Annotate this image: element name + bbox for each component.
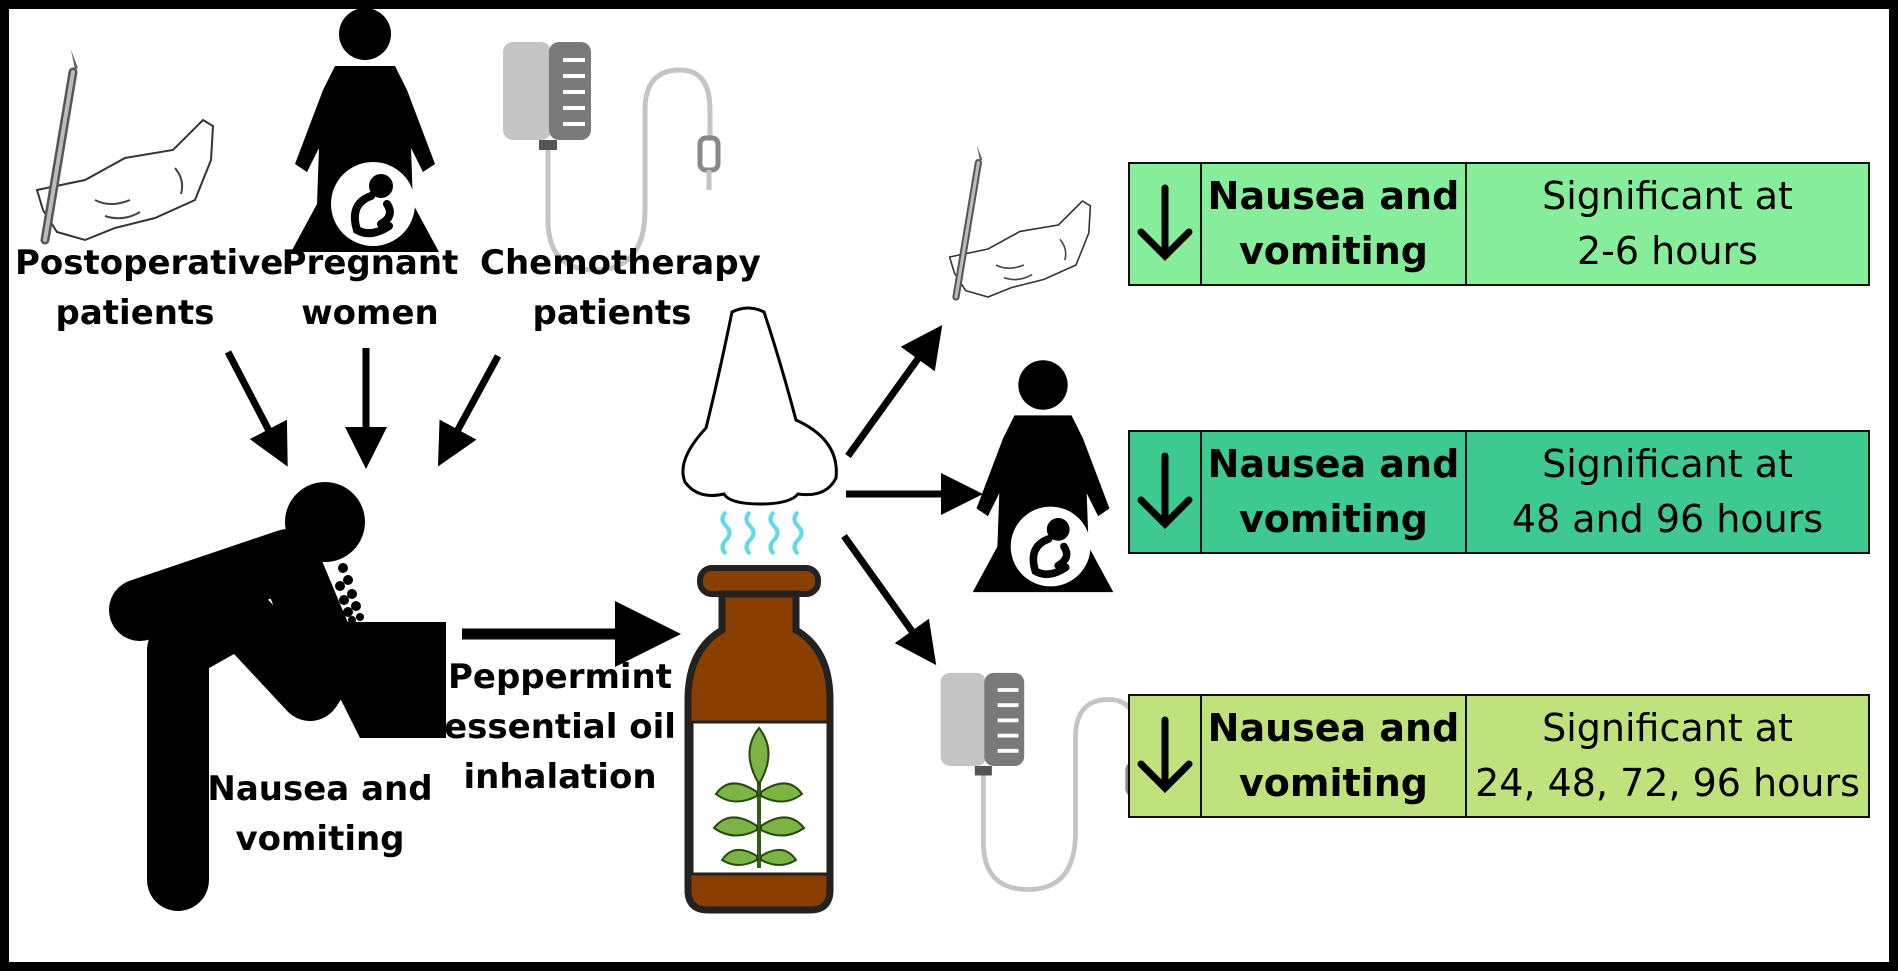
steam-icon — [720, 510, 804, 556]
vomiting-person-icon — [109, 482, 446, 911]
down-arrow-icon — [1130, 164, 1202, 284]
outcome-arrows — [841, 324, 983, 666]
down-arrow-icon — [1130, 432, 1202, 552]
source-arrows — [224, 348, 502, 469]
oil-bottle-icon — [684, 565, 834, 914]
nose-icon — [681, 306, 838, 506]
down-arrow-icon — [1130, 696, 1202, 816]
peppermint-leaf-icon — [712, 726, 806, 868]
